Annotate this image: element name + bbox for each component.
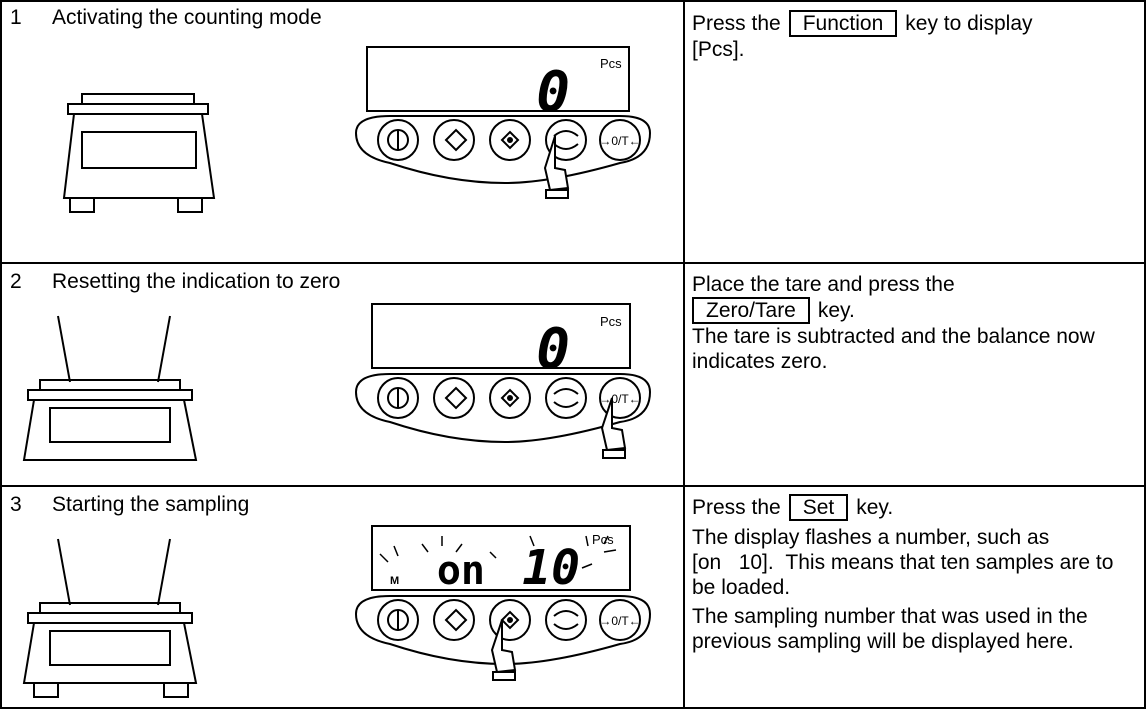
set-key bbox=[489, 599, 531, 641]
step-title: 2 Resetting the indication to zero bbox=[10, 270, 340, 294]
svg-text:M: M bbox=[390, 575, 399, 587]
svg-text:0: 0 bbox=[536, 60, 570, 125]
set-key bbox=[489, 377, 531, 419]
control-panel: →0/T← 0 Pcs bbox=[354, 46, 652, 199]
key-set-label: Set bbox=[788, 494, 849, 521]
power-key bbox=[377, 119, 419, 161]
print-key bbox=[433, 119, 475, 161]
control-panel: →0/T← M on 10 Pcs bbox=[354, 525, 652, 681]
step-title: 1 Activating the counting mode bbox=[10, 6, 322, 30]
zero-tare-key bbox=[599, 119, 641, 161]
print-key bbox=[433, 599, 475, 641]
svg-text:Pcs: Pcs bbox=[600, 314, 622, 329]
display-window bbox=[366, 46, 630, 112]
step-number: 2 bbox=[10, 270, 22, 293]
row-divider bbox=[0, 485, 1146, 487]
svg-text:Pcs: Pcs bbox=[600, 56, 622, 71]
table-border-bottom bbox=[0, 707, 1146, 709]
balance-with-tare bbox=[22, 315, 198, 461]
zero-tare-key bbox=[599, 377, 641, 419]
table-border-right bbox=[1144, 0, 1146, 709]
svg-text:on: on bbox=[437, 548, 485, 594]
step-number: 1 bbox=[10, 6, 22, 29]
svg-text:→0/T←: →0/T← bbox=[599, 392, 640, 406]
flash-rays bbox=[379, 535, 617, 569]
display-window bbox=[371, 303, 631, 369]
key-zero-tare-label: Zero/Tare bbox=[692, 297, 810, 324]
step-title-text: Activating the counting mode bbox=[52, 6, 322, 29]
step-title-text: Starting the sampling bbox=[52, 493, 250, 516]
svg-text:10: 10 bbox=[522, 540, 580, 596]
function-key bbox=[545, 599, 587, 641]
keypad-outline bbox=[354, 115, 652, 185]
finger-icon bbox=[600, 397, 627, 452]
print-key bbox=[433, 377, 475, 419]
key-function-label: Function bbox=[788, 10, 898, 37]
power-key bbox=[377, 599, 419, 641]
step-title: 3 Starting the sampling bbox=[10, 493, 249, 517]
function-key bbox=[545, 119, 587, 161]
svg-text:Pcs: Pcs bbox=[592, 532, 614, 547]
column-divider bbox=[683, 0, 685, 709]
function-key bbox=[545, 377, 587, 419]
power-key bbox=[377, 377, 419, 419]
finger-icon bbox=[543, 135, 570, 192]
svg-text:0: 0 bbox=[536, 317, 570, 382]
table-border-left bbox=[0, 0, 2, 709]
row-divider bbox=[0, 262, 1146, 264]
control-panel: →0/T← 0 Pcs bbox=[354, 303, 652, 459]
balance-illustration bbox=[62, 93, 216, 213]
zero-tare-key bbox=[599, 599, 641, 641]
step-number: 3 bbox=[10, 493, 22, 516]
keypad-outline bbox=[354, 595, 652, 666]
set-key bbox=[489, 119, 531, 161]
svg-text:→0/T←: →0/T← bbox=[599, 134, 640, 148]
table-border-top bbox=[0, 0, 1146, 2]
balance-with-tare bbox=[22, 538, 198, 698]
display-window bbox=[371, 525, 631, 591]
svg-text:→0/T←: →0/T← bbox=[599, 614, 640, 628]
finger-icon bbox=[490, 619, 517, 674]
step-title-text: Resetting the indication to zero bbox=[52, 270, 341, 293]
